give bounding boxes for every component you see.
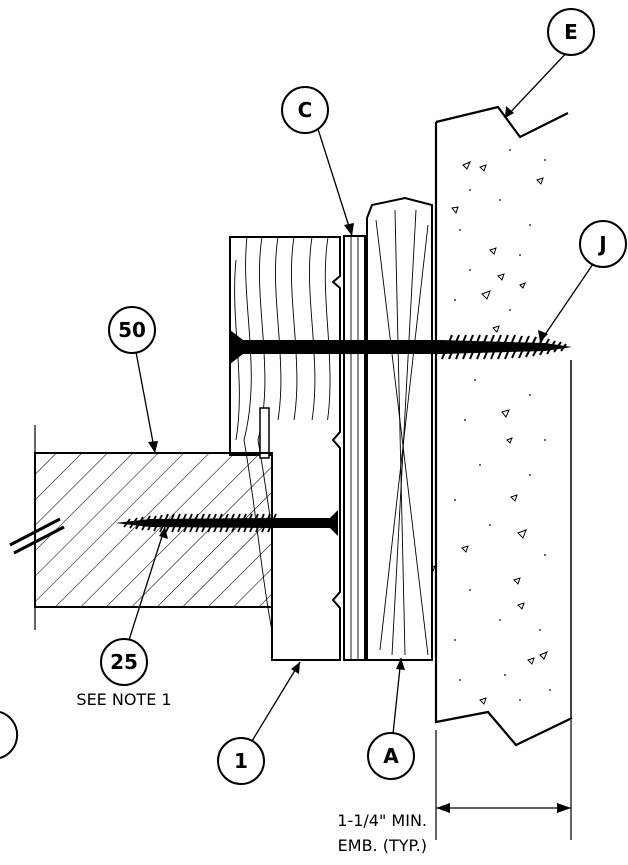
callout-c: C (281, 86, 329, 134)
clipped-callout-edge (0, 711, 19, 759)
callout-25-label: 25 (110, 650, 138, 674)
plate (343, 235, 366, 661)
shim-block (366, 196, 433, 661)
callout-25: 25 (100, 638, 148, 686)
callout-c-label: C (298, 98, 313, 122)
callout-j-label: J (597, 232, 606, 256)
callout-1-label: 1 (234, 749, 248, 773)
callout-e-label: E (564, 20, 578, 44)
embedment-note-line1: 1-1/4" MIN. (337, 811, 427, 830)
callout-a-label: A (383, 744, 399, 768)
see-note-text: SEE NOTE 1 (76, 690, 171, 709)
lag-screw-j (230, 330, 572, 364)
callout-a: A (367, 732, 415, 780)
concrete-wall (429, 105, 573, 747)
callout-1: 1 (217, 737, 265, 785)
leader-lines (128, 47, 594, 742)
callout-50: 50 (108, 306, 156, 354)
wood-screw-25 (115, 510, 338, 536)
leader-arrowheads (148, 106, 548, 674)
callout-e: E (547, 8, 595, 56)
embedment-dimension (435, 720, 572, 840)
callout-50-label: 50 (118, 318, 146, 342)
embedment-note-line2: EMB. (TYP.) (338, 836, 427, 855)
callout-j: J (579, 220, 627, 268)
